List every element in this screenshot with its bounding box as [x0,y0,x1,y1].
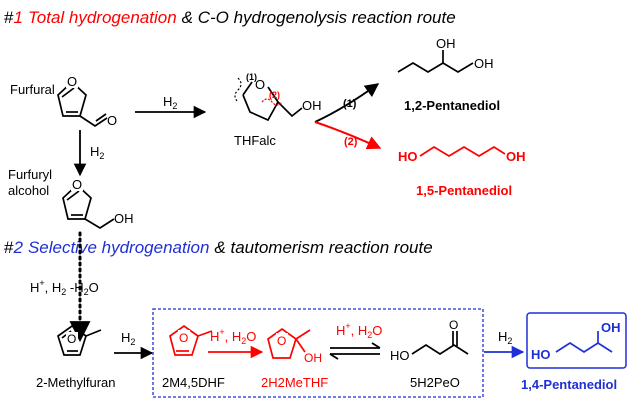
h2peo-ho: HO [390,348,410,363]
furfuryl-structure [62,183,115,230]
route2-number: 2 [12,238,23,257]
dhf-structure [169,324,213,356]
methylfuran-o: O [67,332,76,346]
pentanediol-12-oh2: OH [474,56,494,71]
methylfuran-label: 2-Methylfuran [36,375,115,390]
pentanediol-14-oh: OH [601,320,621,335]
arrow-path2 [314,121,382,150]
h2-label-final: H2 [498,329,512,346]
route1-highlight: Total hydrogenation [28,8,177,27]
route1-title: #1 Total hydrogenation & C-O hydrogenolysi… [4,8,456,27]
pentanediol-15-ho: HO [398,149,418,164]
h2peo-o: O [449,318,458,332]
furfural-o: O [67,74,77,89]
furfuryl-oh: OH [114,211,134,226]
bond1-wavy [234,77,242,103]
h2peo-label: 5H2PeO [410,375,460,390]
furfural-label: Furfural [10,82,55,97]
pentanediol-15-oh: OH [506,149,526,164]
dhf-label: 2M4,5DHF [162,375,225,390]
pentanediol-15-structure [419,145,506,157]
pentanediol-14-label: 1,4-Pentanediol [521,377,617,392]
furfuryl-o: O [72,177,82,192]
furfural-structure [57,80,108,128]
methf-oh: OH [304,351,322,365]
intermediates-box [152,308,484,398]
equilibrium-arrows [329,342,381,360]
methf-structure [267,327,311,359]
pentanediol-14-box [526,312,627,369]
pentanediol-12-structure [397,50,474,73]
route1-hash: # [4,8,14,27]
bond2-wavy [261,98,283,106]
bond2-label: (2) [269,90,280,100]
hh2o-label-2: H+, H2O [336,321,382,340]
route1-number: 1 [13,8,22,27]
route2-highlight: Selective hydrogenation [28,238,209,257]
thfalc-label: THFalc [234,133,276,148]
furfuryl-label-1: Furfuryl [8,167,52,182]
route1-rest: & C-O hydrogenolysis reaction route [182,8,456,27]
hh2o-label-1: H+, H2O [210,327,256,346]
furfuryl-label-2: alcohol [8,183,49,198]
h2-label-bottom: H2 [121,330,135,347]
h2-label-vert: H2 [90,144,104,161]
arrow-path1 [314,83,380,123]
route2-title: #2 Selective hydrogenation & tautomerism r… [4,238,433,257]
path1-label: (1) [343,98,357,110]
methf-label: 2H2MeTHF [261,375,328,390]
h2-label-top: H2 [163,94,177,111]
pentanediol-14-ho: HO [531,347,551,362]
route2-hash: # [4,238,14,257]
thfalc-structure [242,81,303,122]
path2-label: (2) [344,136,358,148]
pentanediol-12-oh1: OH [436,36,456,51]
thfalc-o: O [255,77,265,92]
hplus-h2-label: H+, H2 -H2O [30,278,99,297]
bond1-label: (1) [246,72,257,82]
dhf-o: O [179,331,188,345]
route2-rest: & tautomerism reaction route [214,238,432,257]
furfural-aldehyde-o: O [107,113,117,128]
pentanediol-15-label: 1,5-Pentanediol [416,183,512,198]
thfalc-oh: OH [302,98,322,113]
methylfuran-structure [57,324,102,356]
pentanediol-12-label: 1,2-Pentanediol [404,98,500,113]
h2peo-structure [411,331,469,356]
methf-o: O [277,334,286,348]
pentanediol-14-structure [555,331,613,354]
